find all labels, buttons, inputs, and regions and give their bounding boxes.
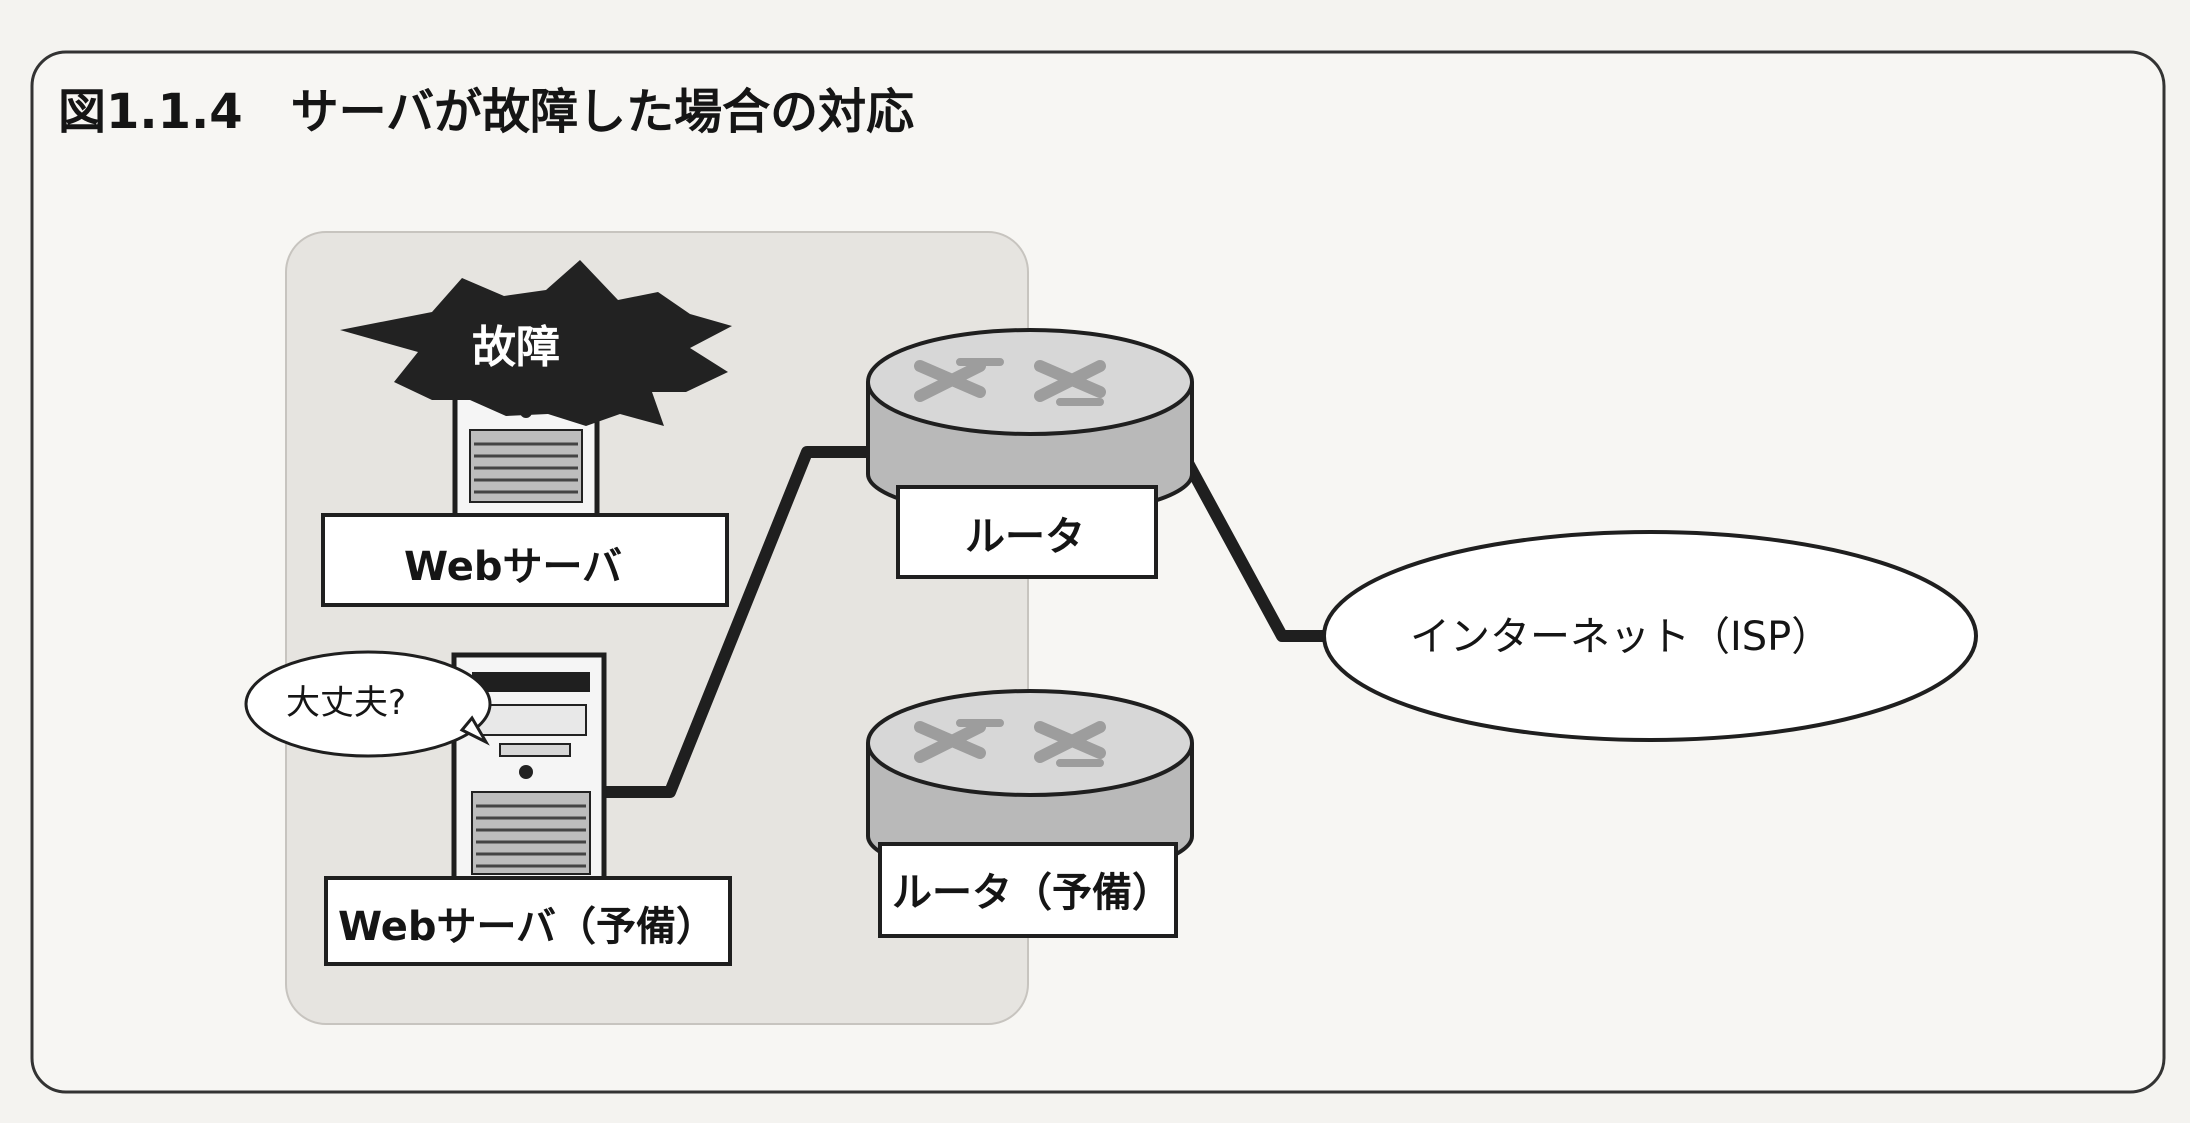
web-server-label: Webサーバ <box>404 544 622 590</box>
backup-router-label: ルータ（予備） <box>892 870 1172 916</box>
router-label-box <box>896 485 1158 579</box>
backup-router-label-box <box>878 842 1178 938</box>
failure-label: 故障 <box>472 322 560 373</box>
backup-server-label: Webサーバ（予備） <box>338 904 716 950</box>
failure-burst-icon <box>340 260 732 426</box>
web-server-label-box <box>321 513 729 607</box>
router-icon <box>866 328 1194 518</box>
internet-label: インターネット（ISP） <box>1410 614 1831 660</box>
backup-server-speech: 大丈夫? <box>286 683 406 723</box>
router-label: ルータ <box>965 514 1085 560</box>
figure-title: 図1.1.4 サーバが故障した場合の対応 <box>58 84 914 140</box>
speech-bubble-icon <box>244 650 492 758</box>
link-server-to-router <box>604 446 878 798</box>
link-router-to-internet <box>1176 449 1326 642</box>
internet-cloud <box>1322 530 1978 742</box>
backup-server-label-box <box>324 876 732 966</box>
